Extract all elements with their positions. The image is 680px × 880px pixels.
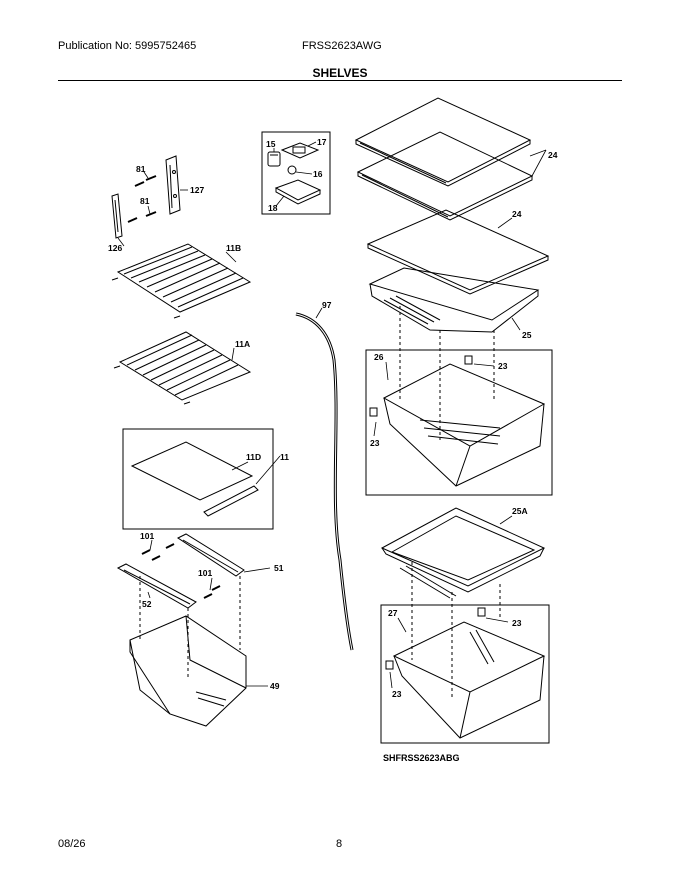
- callout-18: 18: [268, 203, 278, 213]
- callout-51: 51: [274, 563, 284, 573]
- callout-23-b: 23: [370, 438, 380, 448]
- callout-11b: 11B: [226, 243, 241, 253]
- assembly-guides-right-lower: [411, 562, 501, 700]
- callout-127: 127: [190, 185, 204, 195]
- callout-11: 11: [280, 452, 289, 462]
- callout-15: 15: [266, 139, 276, 149]
- section-title: SHELVES: [312, 66, 368, 80]
- callout-97: 97: [322, 300, 332, 310]
- callout-25a: 25A: [512, 506, 528, 516]
- callout-17: 17: [317, 137, 327, 147]
- glass-shelf-box: [122, 428, 274, 530]
- part-24-glass-shelf-top: [354, 97, 532, 187]
- crisper-drawer-box-lower: [380, 604, 550, 744]
- part-16-socket: [287, 165, 297, 175]
- leader-lines: [117, 141, 547, 689]
- part-11d-glass-panel: [130, 441, 254, 501]
- callout-101-upper: 101: [140, 531, 154, 541]
- callout-49: 49: [270, 681, 280, 691]
- part-24-glass-shelf-middle: [356, 131, 534, 221]
- callout-23-d: 23: [392, 689, 402, 699]
- part-15-bulb-holder: [267, 151, 281, 167]
- header-rule: [58, 80, 622, 81]
- part-24-glass-shelf-lower: [366, 209, 550, 295]
- publication-number: Publication No: 5995752465: [58, 40, 197, 52]
- callout-11a: 11A: [235, 339, 250, 349]
- part-11-shelf-trim: [203, 485, 259, 517]
- part-52-rail: [116, 563, 197, 609]
- hardware-kit-box: [261, 131, 331, 215]
- assembly-guides-left: [139, 576, 241, 680]
- footer-date: 08/26: [58, 838, 86, 850]
- callout-26: 26: [374, 352, 384, 362]
- part-49-bin: [129, 615, 247, 727]
- part-81-screw-upper: [134, 175, 157, 187]
- callout-101-lower: 101: [198, 568, 212, 578]
- part-127-bracket: [165, 155, 181, 215]
- callout-16: 16: [313, 169, 323, 179]
- part-25a-crisper-cover: [380, 507, 546, 599]
- assembly-guides-right-upper: [399, 306, 495, 440]
- part-51-rail: [176, 533, 245, 577]
- callout-24-top: 24: [548, 150, 558, 160]
- page-number: 8: [336, 838, 343, 850]
- diagram-code: SHFRSS2623ABG: [383, 753, 460, 763]
- callout-126: 126: [108, 243, 122, 253]
- part-23-clip-c: [477, 607, 486, 617]
- callout-27: 27: [388, 608, 398, 618]
- callout-25: 25: [522, 330, 532, 340]
- part-25-crisper-cover: [368, 267, 540, 333]
- callout-24-lower: 24: [512, 209, 522, 219]
- callout-11d: 11D: [246, 452, 261, 462]
- part-97-tube: [295, 312, 354, 651]
- part-11a-wire-shelf: [113, 331, 252, 405]
- part-23-clip-b: [369, 407, 378, 417]
- part-81-screw-lower: [127, 211, 157, 223]
- part-17-bracket: [280, 142, 320, 159]
- model-number: FRSS2623AWG: [302, 40, 382, 52]
- part-18-cover: [274, 179, 322, 205]
- part-23-clip-a: [464, 355, 473, 365]
- part-23-clip-d: [385, 660, 394, 670]
- callout-23-a: 23: [498, 361, 508, 371]
- callout-labels: 15 17 16 18 81 81 127 126 11B 11A 11D 11…: [108, 137, 558, 763]
- callout-23-c: 23: [512, 618, 522, 628]
- callout-52: 52: [142, 599, 152, 609]
- part-27-crisper-drawer: [392, 621, 546, 739]
- part-26-crisper-drawer: [382, 363, 546, 487]
- part-101-screws-lower: [203, 585, 221, 599]
- callout-81-lower: 81: [140, 196, 150, 206]
- part-11b-wire-shelf: [111, 243, 252, 319]
- crisper-drawer-box-upper: [365, 349, 553, 496]
- part-126-bracket: [111, 193, 123, 239]
- part-101-screws-upper: [141, 543, 175, 561]
- callout-81-upper: 81: [136, 164, 146, 174]
